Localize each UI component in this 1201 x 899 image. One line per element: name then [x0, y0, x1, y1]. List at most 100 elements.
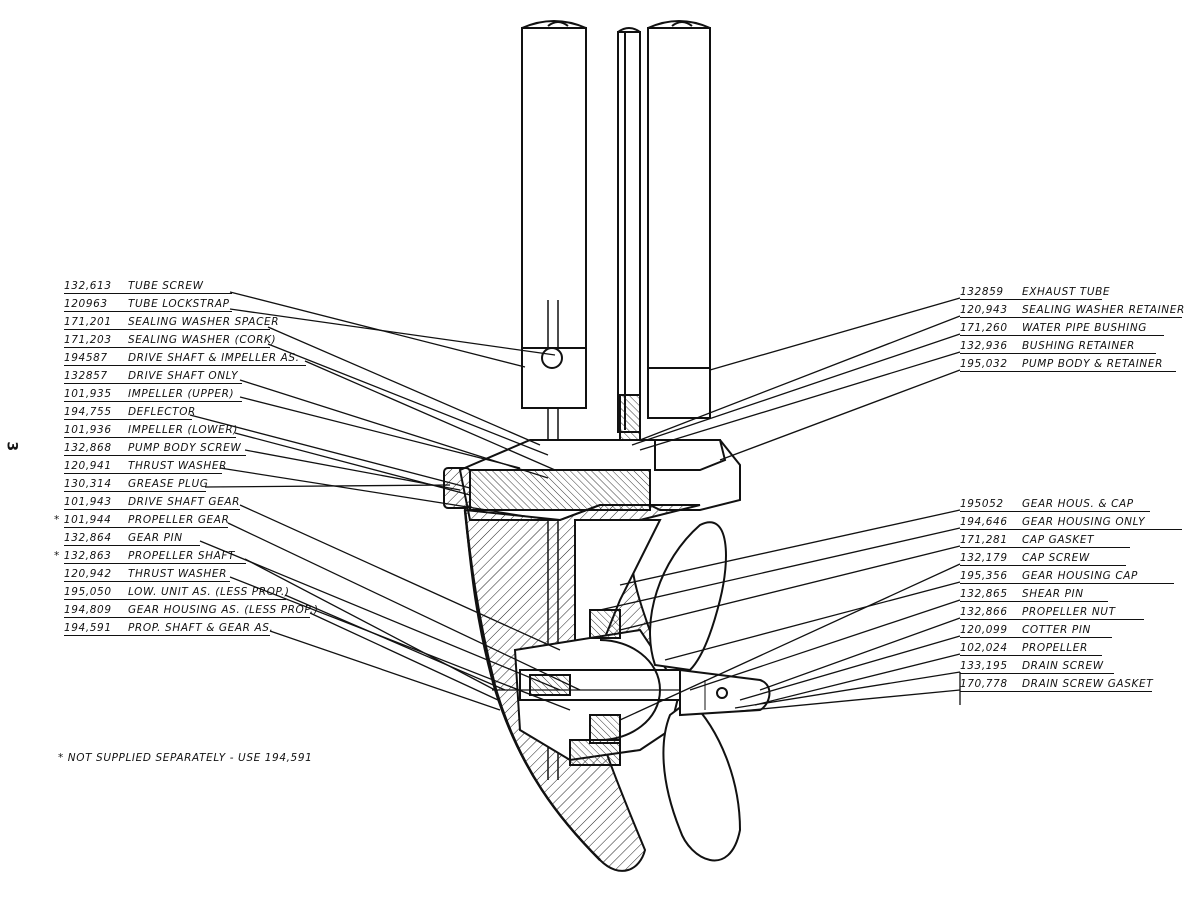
part-description: PROPELLER GEAR [128, 514, 230, 526]
underline [64, 437, 236, 438]
underline [960, 619, 1144, 620]
part-description: DRAIN SCREW GASKET [1022, 678, 1154, 690]
part-description: PUMP BODY & RETAINER [1022, 358, 1164, 370]
part-number: 132857 [64, 370, 108, 382]
underline [64, 383, 242, 384]
part-description: CAP GASKET [1022, 534, 1095, 546]
part-number: 194587 [64, 352, 108, 364]
part-description: IMPELLER (LOWER) [128, 424, 238, 436]
part-number: 120,099 [960, 624, 1008, 636]
underline [64, 401, 242, 402]
part-number: 195,032 [960, 358, 1008, 370]
underline [64, 491, 206, 492]
part-number: 132,936 [960, 340, 1008, 352]
underline [64, 455, 246, 456]
underline [64, 581, 230, 582]
underline [960, 299, 1102, 300]
page-number: 3 [3, 441, 20, 452]
part-description: GREASE PLUG [128, 478, 209, 490]
underline [64, 419, 192, 420]
propeller [649, 521, 771, 862]
part-description: COTTER PIN [1022, 624, 1091, 636]
part-number: 132859 [960, 286, 1004, 298]
part-description: GEAR HOUSING AS. (LESS PROP.) [128, 604, 319, 616]
part-description: DRAIN SCREW [1022, 660, 1104, 672]
underline [64, 473, 222, 474]
part-description: PROPELLER SHAFT [128, 550, 236, 562]
underline [64, 527, 228, 528]
footnote: * NOT SUPPLIED SEPARATELY - USE 194,591 [58, 752, 313, 764]
part-description: PUMP BODY SCREW [128, 442, 242, 454]
underline [960, 637, 1112, 638]
underline [64, 293, 232, 294]
part-description: TUBE LOCKSTRAP [128, 298, 230, 310]
part-description: GEAR HOUS. & CAP [1022, 498, 1134, 510]
underline [64, 347, 270, 348]
part-number: * 101,944 [54, 514, 112, 526]
part-number: 132,179 [960, 552, 1008, 564]
part-description: GEAR HOUSING ONLY [1022, 516, 1146, 528]
part-number: 130,314 [64, 478, 112, 490]
gear-case [492, 609, 700, 766]
part-number: 120,943 [960, 304, 1008, 316]
underline [960, 335, 1164, 336]
part-number: 120,941 [64, 460, 112, 472]
pump-body [443, 439, 741, 521]
part-number: 132,866 [960, 606, 1008, 618]
underline [64, 635, 270, 636]
part-number: 171,201 [64, 316, 112, 328]
leader-lines-right [599, 297, 961, 721]
part-number: 171,203 [64, 334, 112, 346]
underline [960, 371, 1176, 372]
part-number: 132,613 [64, 280, 112, 292]
part-description: PROP. SHAFT & GEAR AS. [128, 622, 274, 634]
underline [960, 317, 1182, 318]
part-number: 120,942 [64, 568, 112, 580]
leader-lines-left [189, 291, 581, 711]
part-description: GEAR HOUSING CAP [1022, 570, 1138, 582]
part-description: THRUST WASHER [128, 460, 228, 472]
underline [64, 329, 270, 330]
part-number: 133,195 [960, 660, 1008, 672]
part-number: * 132,863 [54, 550, 112, 562]
part-number: 194,809 [64, 604, 112, 616]
part-description: DEFLECTOR [128, 406, 196, 418]
part-number: 195,050 [64, 586, 112, 598]
underline [64, 599, 286, 600]
part-number: 195052 [960, 498, 1004, 510]
part-description: DRIVE SHAFT ONLY [128, 370, 239, 382]
part-description: THRUST WASHER [128, 568, 228, 580]
underline [960, 547, 1130, 548]
part-description: LOW. UNIT AS. (LESS PROP.) [128, 586, 290, 598]
part-number: 194,755 [64, 406, 112, 418]
underline [64, 311, 232, 312]
part-description: EXHAUST TUBE [1022, 286, 1111, 298]
underline [960, 511, 1150, 512]
underline [64, 563, 246, 564]
part-number: 101,943 [64, 496, 112, 508]
underline [960, 691, 1152, 692]
underline [64, 617, 310, 618]
part-description: IMPELLER (UPPER) [128, 388, 235, 400]
part-number: 132,864 [64, 532, 112, 544]
part-description: DRIVE SHAFT GEAR [128, 496, 241, 508]
part-number: 194,591 [64, 622, 112, 634]
underline [64, 545, 200, 546]
part-description: DRIVE SHAFT & IMPELLER AS. [128, 352, 300, 364]
tube-lock [521, 347, 711, 451]
tubes [521, 20, 711, 780]
part-number: 101,936 [64, 424, 112, 436]
part-number: 101,935 [64, 388, 112, 400]
part-number: 102,024 [960, 642, 1008, 654]
part-number: 194,646 [960, 516, 1008, 528]
part-description: SHEAR PIN [1022, 588, 1084, 600]
part-number: 171,281 [960, 534, 1008, 546]
part-description: TUBE SCREW [128, 280, 204, 292]
underline [960, 565, 1126, 566]
part-description: BUSHING RETAINER [1022, 340, 1135, 352]
underline [960, 673, 1114, 674]
part-description: SEALING WASHER (CORK) [128, 334, 277, 346]
part-description: CAP SCREW [1022, 552, 1090, 564]
